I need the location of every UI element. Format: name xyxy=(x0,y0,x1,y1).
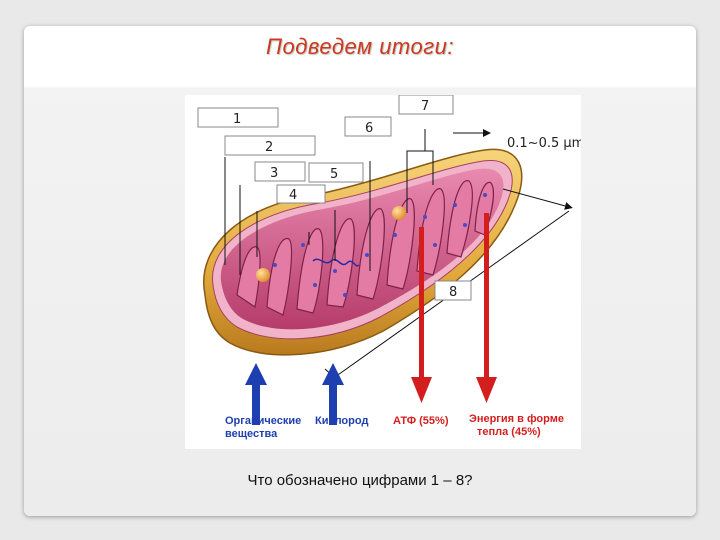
oxygen-arrow-head xyxy=(322,363,344,385)
label-3: 3 xyxy=(270,166,278,181)
captions: Органические вещества Кислород АТФ (55%)… xyxy=(225,413,564,440)
label-2: 2 xyxy=(265,140,273,155)
atp-arrow-head xyxy=(411,377,432,403)
granule xyxy=(256,268,270,282)
slide: Подведем итоги: xyxy=(24,26,696,516)
heat-arrow-head xyxy=(476,377,497,403)
heat-caption-1: Энергия в форме xyxy=(469,413,564,425)
organic-arrow-head xyxy=(245,363,267,385)
oxygen-caption: Кислород xyxy=(315,415,368,427)
mitochondrion-diagram: 0.1~0.5 μm 1 2 xyxy=(185,95,581,449)
label-5: 5 xyxy=(330,167,338,182)
question-text: Что обозначено цифрами 1 – 8? xyxy=(24,472,696,489)
organic-caption-2: вещества xyxy=(225,428,278,440)
heat-arrow-shaft xyxy=(484,213,489,379)
slide-title: Подведем итоги: xyxy=(24,34,696,60)
atp-arrow-shaft xyxy=(419,227,424,379)
heat-caption-2: тепла (45%) xyxy=(477,426,541,438)
label-4: 4 xyxy=(289,188,297,203)
label-1: 1 xyxy=(233,112,241,127)
atp-caption: АТФ (55%) xyxy=(393,415,449,427)
scale-label: 0.1~0.5 μm xyxy=(507,136,581,151)
label-6: 6 xyxy=(365,121,373,136)
label-7: 7 xyxy=(421,99,429,114)
label-8: 8 xyxy=(449,285,457,300)
organic-caption-1: Органические xyxy=(225,415,301,427)
granule xyxy=(392,206,406,220)
